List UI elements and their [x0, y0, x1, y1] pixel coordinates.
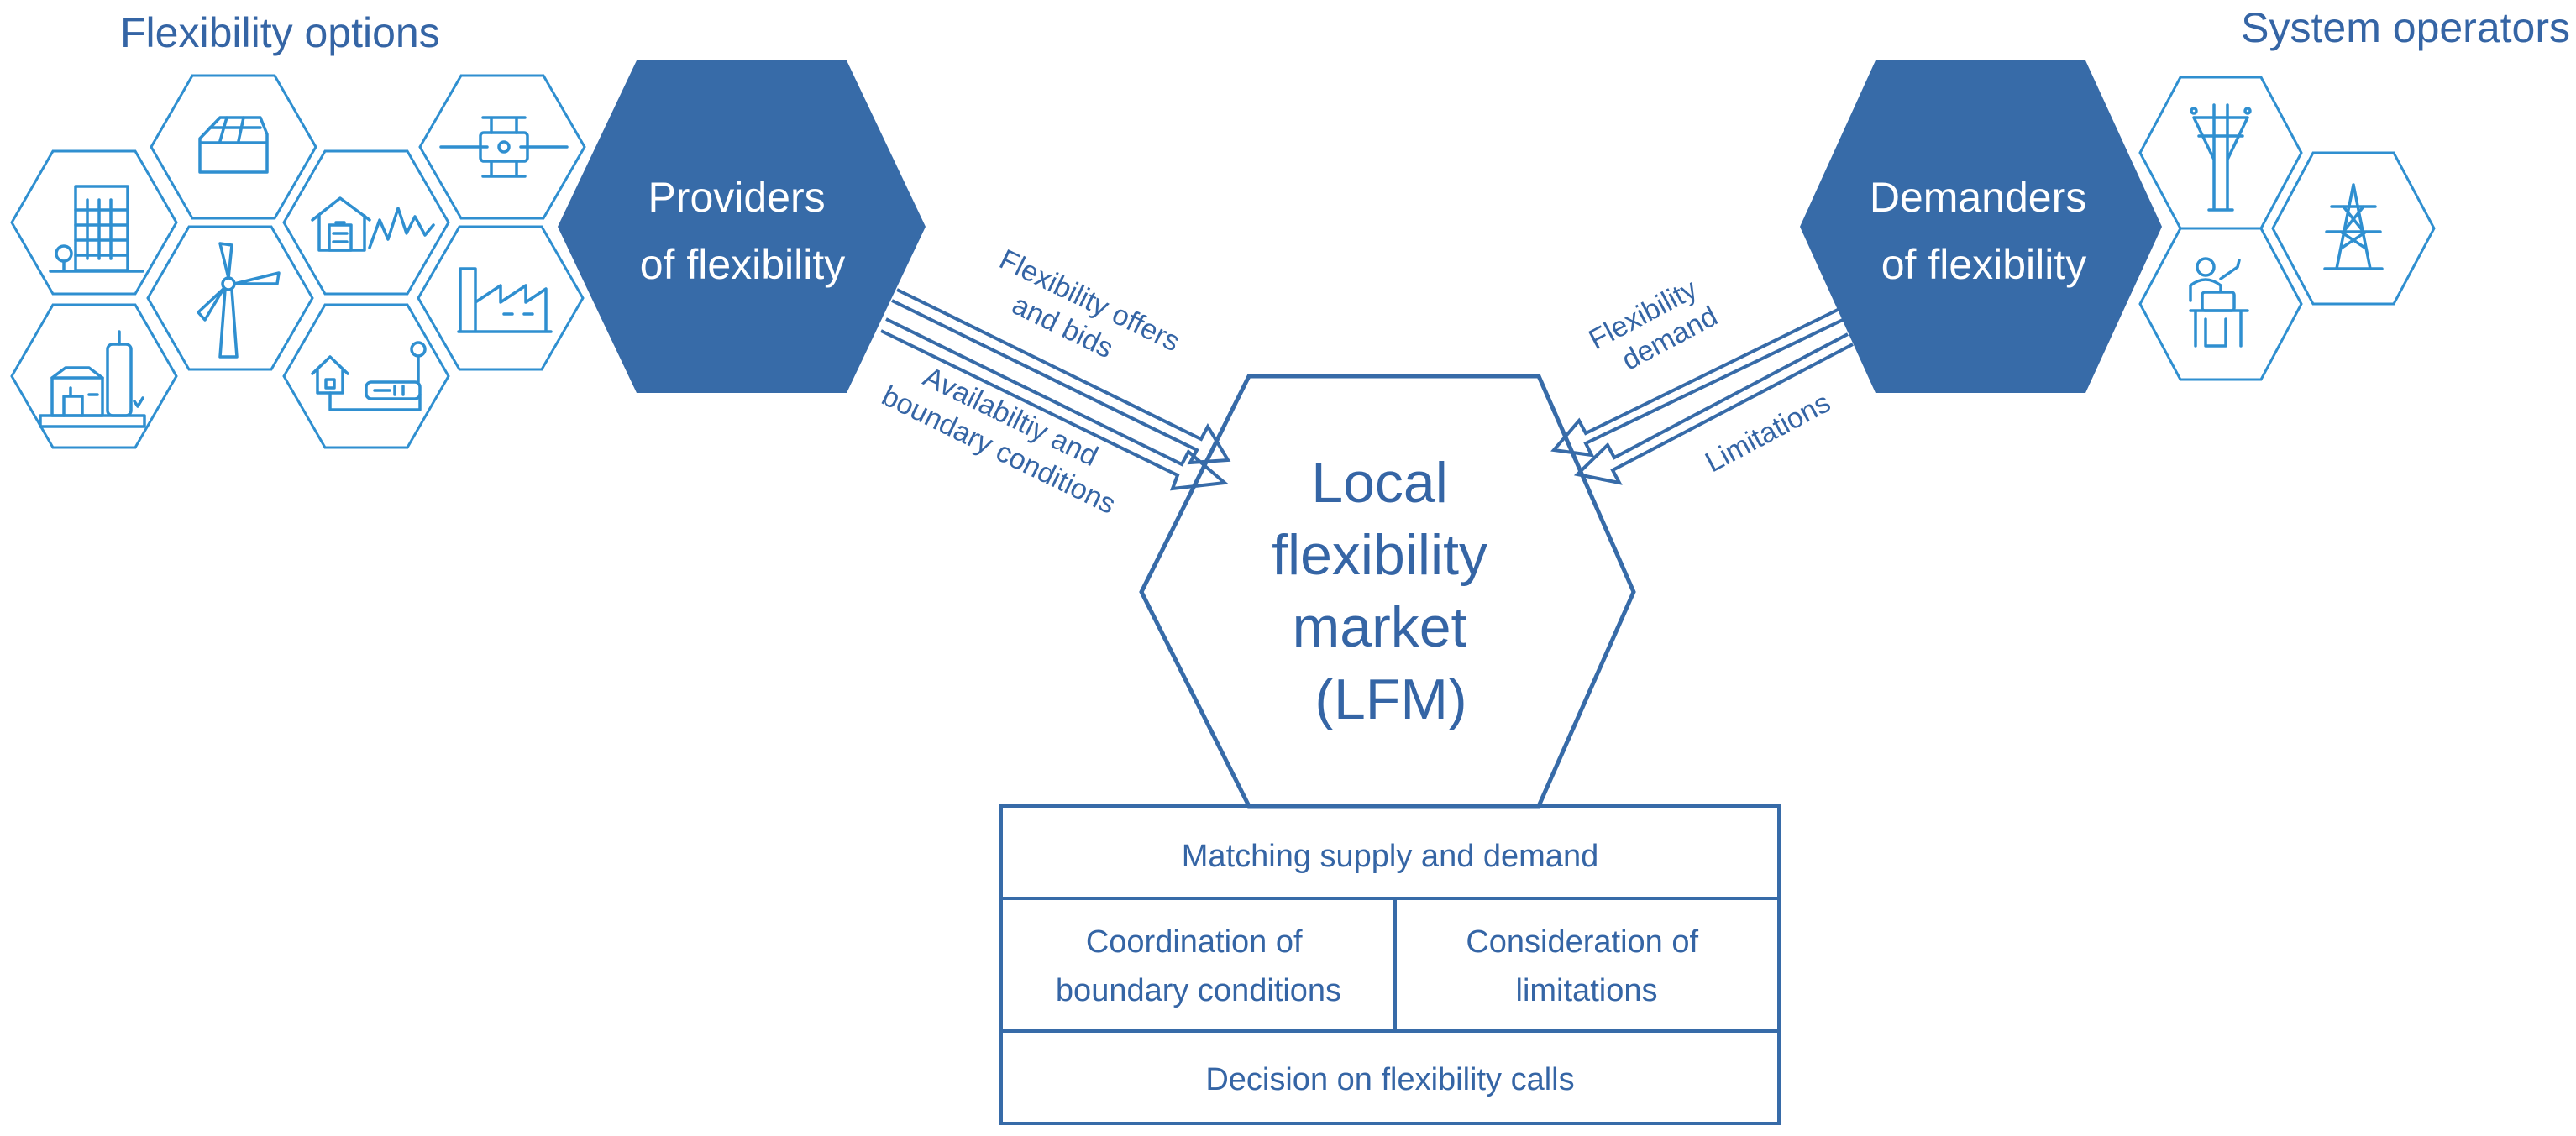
- availability-arrow: [880, 317, 1229, 491]
- demand-arrow: [1550, 307, 1845, 458]
- hex-power-pole: [2138, 76, 2303, 230]
- system-operators-title: System operators: [2241, 4, 2570, 51]
- operator-desk-icon: [2189, 257, 2249, 348]
- transmission-tower-icon: [2323, 183, 2384, 270]
- hex-power-switch: [418, 74, 586, 220]
- hex-operator-desk: [2138, 227, 2303, 381]
- office-building-icon: [49, 185, 144, 273]
- factory-icon: [457, 267, 553, 333]
- hex-office-building: [10, 149, 178, 296]
- market-label: Local flexibility market (LFM): [1272, 451, 1503, 731]
- power-switch-icon: [439, 116, 569, 178]
- table-row-matching: Matching supply and demand: [1182, 839, 1598, 874]
- hex-solar-roof: [150, 74, 317, 220]
- limitations-arrow: [1573, 332, 1854, 485]
- demand-arrow-label: Flexibility demand: [1584, 270, 1725, 386]
- table-cell-consideration: Consideration of limitations: [1466, 924, 1707, 1008]
- solar-roof-icon: [198, 116, 269, 174]
- house-battery-icon: [311, 196, 435, 252]
- providers-label: Providers of flexibility: [640, 174, 846, 288]
- house-ev-charger-icon: [311, 341, 427, 411]
- industrial-plant-icon: [39, 330, 146, 428]
- hex-wind-turbine: [146, 225, 314, 371]
- wind-turbine-icon: [197, 242, 281, 359]
- process-table: [999, 804, 1781, 1125]
- demanders-hexagon: [1800, 60, 2162, 393]
- flexibility-options-title: Flexibility options: [120, 9, 440, 56]
- table-row-decision: Decision on flexibility calls: [1205, 1062, 1574, 1097]
- hex-transmission-tower: [2271, 151, 2436, 306]
- table-cell-coordination: Coordination of boundary conditions: [1056, 924, 1341, 1008]
- offers-arrow-label: Flexibility offers and bids: [979, 243, 1193, 393]
- hex-house-ev-charger: [282, 303, 450, 449]
- demanders-label: Demanders of flexibility: [1870, 174, 2098, 288]
- offers-arrow: [891, 288, 1231, 465]
- system-operators-cluster: [2138, 76, 2436, 381]
- hex-house-battery: [282, 149, 450, 296]
- providers-hexagon: [558, 60, 926, 393]
- power-pole-icon: [2190, 103, 2252, 212]
